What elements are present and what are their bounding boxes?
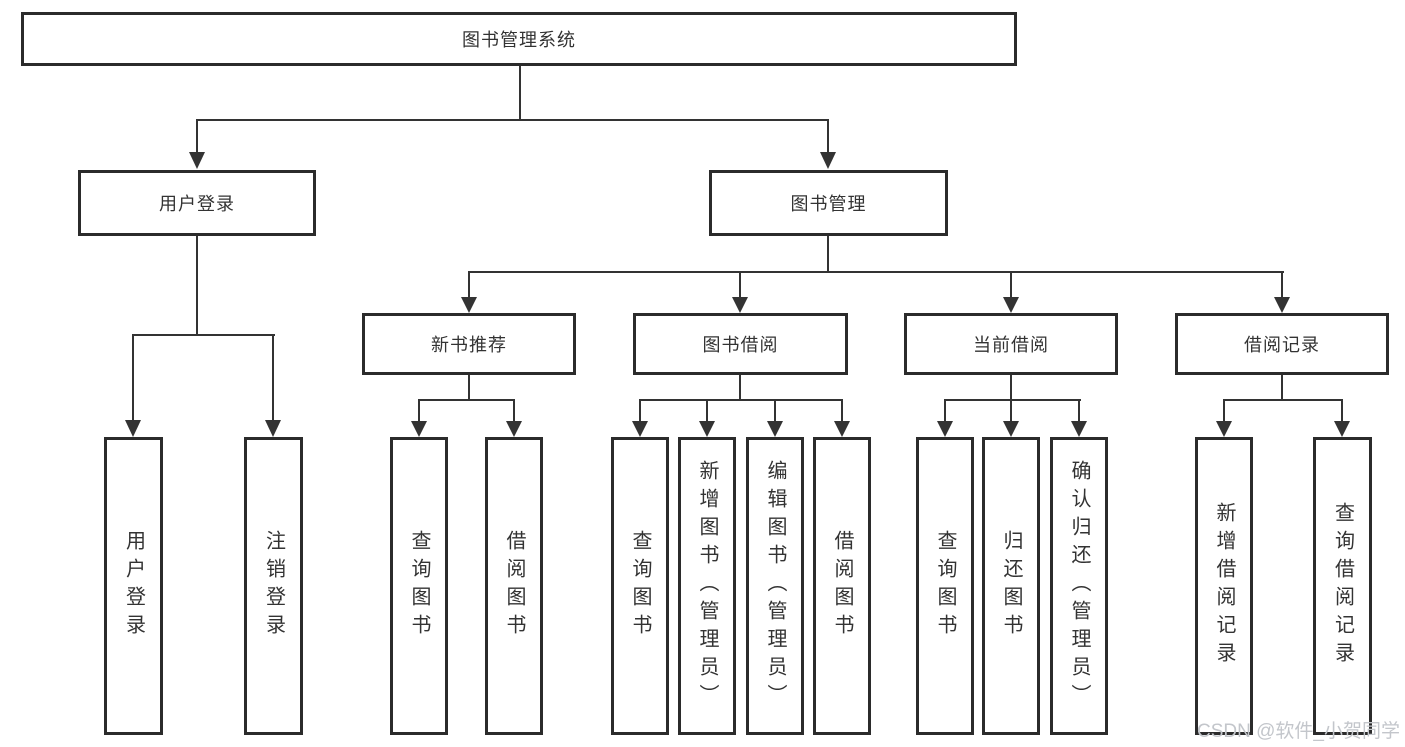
node-leaf-query-books-2: 查询图书	[611, 437, 669, 735]
node-leaf-edit-books-admin: 编辑图书（管理员）	[746, 437, 804, 735]
connector-book-mgmt-drop	[827, 119, 829, 153]
node-user-login-label: 用户登录	[159, 194, 235, 214]
connector-m2c2-drop	[1078, 399, 1080, 422]
arrowhead-user-login	[189, 152, 205, 169]
connector-user-login-rail	[132, 334, 275, 336]
arrowhead-m2c0	[937, 421, 953, 437]
connector-m1c2-drop	[774, 399, 776, 422]
node-root-label: 图书管理系统	[462, 30, 576, 50]
connector-m3-rail	[1223, 399, 1343, 401]
arrowhead-m3c1	[1334, 421, 1350, 437]
arrowhead-leaf-login	[125, 420, 141, 437]
node-module-current-label: 当前借阅	[973, 335, 1049, 355]
node-leaf-borrow-books-2-label: 借阅图书	[831, 530, 853, 642]
arrowhead-m1c1	[699, 421, 715, 437]
connector-book-mgmt-stem	[827, 236, 829, 273]
arrowhead-m2c2	[1071, 421, 1087, 437]
connector-m1-rail	[639, 399, 843, 401]
arrowhead-m3c0	[1216, 421, 1232, 437]
connector-m2c0-drop	[944, 399, 946, 422]
connector-m3-stem	[1281, 375, 1283, 401]
node-module-new-books: 新书推荐	[362, 313, 576, 375]
connector-leaf-logout-drop	[272, 334, 274, 421]
node-leaf-return-books: 归还图书	[982, 437, 1040, 735]
connector-root-stem	[519, 66, 521, 119]
arrowhead-leaf-logout	[265, 420, 281, 437]
node-leaf-borrow-books-1: 借阅图书	[485, 437, 543, 735]
node-leaf-user-login: 用户登录	[104, 437, 163, 735]
node-leaf-query-books-3-label: 查询图书	[934, 530, 956, 642]
node-leaf-return-books-label: 归还图书	[1000, 530, 1022, 642]
connector-user-login-drop	[196, 119, 198, 153]
arrowhead-module-new-books	[461, 297, 477, 313]
node-leaf-query-borrow-record: 查询借阅记录	[1313, 437, 1372, 735]
node-leaf-confirm-return-admin-label: 确认归还（管理员）	[1068, 460, 1090, 712]
connector-m1c1-drop	[706, 399, 708, 422]
node-leaf-add-books-admin: 新增图书（管理员）	[678, 437, 736, 735]
node-module-borrow: 图书借阅	[633, 313, 848, 375]
arrowhead-m0c1	[506, 421, 522, 437]
arrowhead-module-borrow	[732, 297, 748, 313]
connector-user-login-stem	[196, 236, 198, 336]
node-leaf-user-login-label: 用户登录	[122, 530, 145, 642]
node-user-login: 用户登录	[78, 170, 316, 236]
arrowhead-m1c3	[834, 421, 850, 437]
connector-module-borrow-drop	[739, 271, 741, 298]
node-book-mgmt-label: 图书管理	[790, 194, 867, 214]
csdn-watermark: CSDN @软件_小贺同学	[1197, 721, 1400, 742]
connector-m2c1-drop	[1010, 399, 1012, 422]
connector-m1c0-drop	[639, 399, 641, 422]
connector-m2-stem	[1010, 375, 1012, 401]
arrowhead-m0c0	[411, 421, 427, 437]
arrowhead-book-mgmt	[820, 152, 836, 169]
connector-module-records-drop	[1281, 271, 1283, 298]
connector-m2-rail	[944, 399, 1081, 401]
node-leaf-query-books-2-label: 查询图书	[629, 530, 651, 642]
node-leaf-query-books-3: 查询图书	[916, 437, 974, 735]
node-leaf-add-books-admin-label: 新增图书（管理员）	[696, 460, 718, 712]
connector-m0c1-drop	[513, 399, 515, 422]
arrowhead-m1c2	[767, 421, 783, 437]
connector-module-current-drop	[1010, 271, 1012, 298]
node-root: 图书管理系统	[21, 12, 1017, 66]
node-module-records: 借阅记录	[1175, 313, 1389, 375]
connector-root-rail	[196, 119, 829, 121]
node-module-records-label: 借阅记录	[1244, 335, 1320, 355]
connector-modules-rail	[468, 271, 1284, 273]
node-module-new-books-label: 新书推荐	[431, 335, 507, 355]
connector-m0c0-drop	[418, 399, 420, 422]
arrowhead-module-current	[1003, 297, 1019, 313]
node-leaf-edit-books-admin-label: 编辑图书（管理员）	[764, 460, 786, 712]
node-module-borrow-label: 图书借阅	[702, 335, 779, 355]
node-module-current: 当前借阅	[904, 313, 1118, 375]
node-leaf-add-borrow-record-label: 新增借阅记录	[1213, 502, 1235, 670]
node-leaf-borrow-books-1-label: 借阅图书	[503, 530, 525, 642]
connector-m0-rail	[418, 399, 515, 401]
node-leaf-confirm-return-admin: 确认归还（管理员）	[1050, 437, 1108, 735]
node-leaf-query-books-1-label: 查询图书	[408, 530, 430, 642]
node-leaf-query-books-1: 查询图书	[390, 437, 448, 735]
arrowhead-module-records	[1274, 297, 1290, 313]
node-leaf-add-borrow-record: 新增借阅记录	[1195, 437, 1253, 735]
node-leaf-logout-label: 注销登录	[262, 530, 285, 642]
connector-m1-stem	[739, 375, 741, 401]
connector-m1c3-drop	[841, 399, 843, 422]
arrowhead-m2c1	[1003, 421, 1019, 437]
connector-m0-stem	[468, 375, 470, 401]
node-book-mgmt: 图书管理	[709, 170, 948, 236]
connector-leaf-login-drop	[132, 334, 134, 421]
node-leaf-query-borrow-record-label: 查询借阅记录	[1331, 502, 1354, 670]
connector-m3c0-drop	[1223, 399, 1225, 422]
node-leaf-logout: 注销登录	[244, 437, 303, 735]
connector-m3c1-drop	[1341, 399, 1343, 422]
node-leaf-borrow-books-2: 借阅图书	[813, 437, 871, 735]
connector-module-new-books-drop	[468, 271, 470, 298]
arrowhead-m1c0	[632, 421, 648, 437]
